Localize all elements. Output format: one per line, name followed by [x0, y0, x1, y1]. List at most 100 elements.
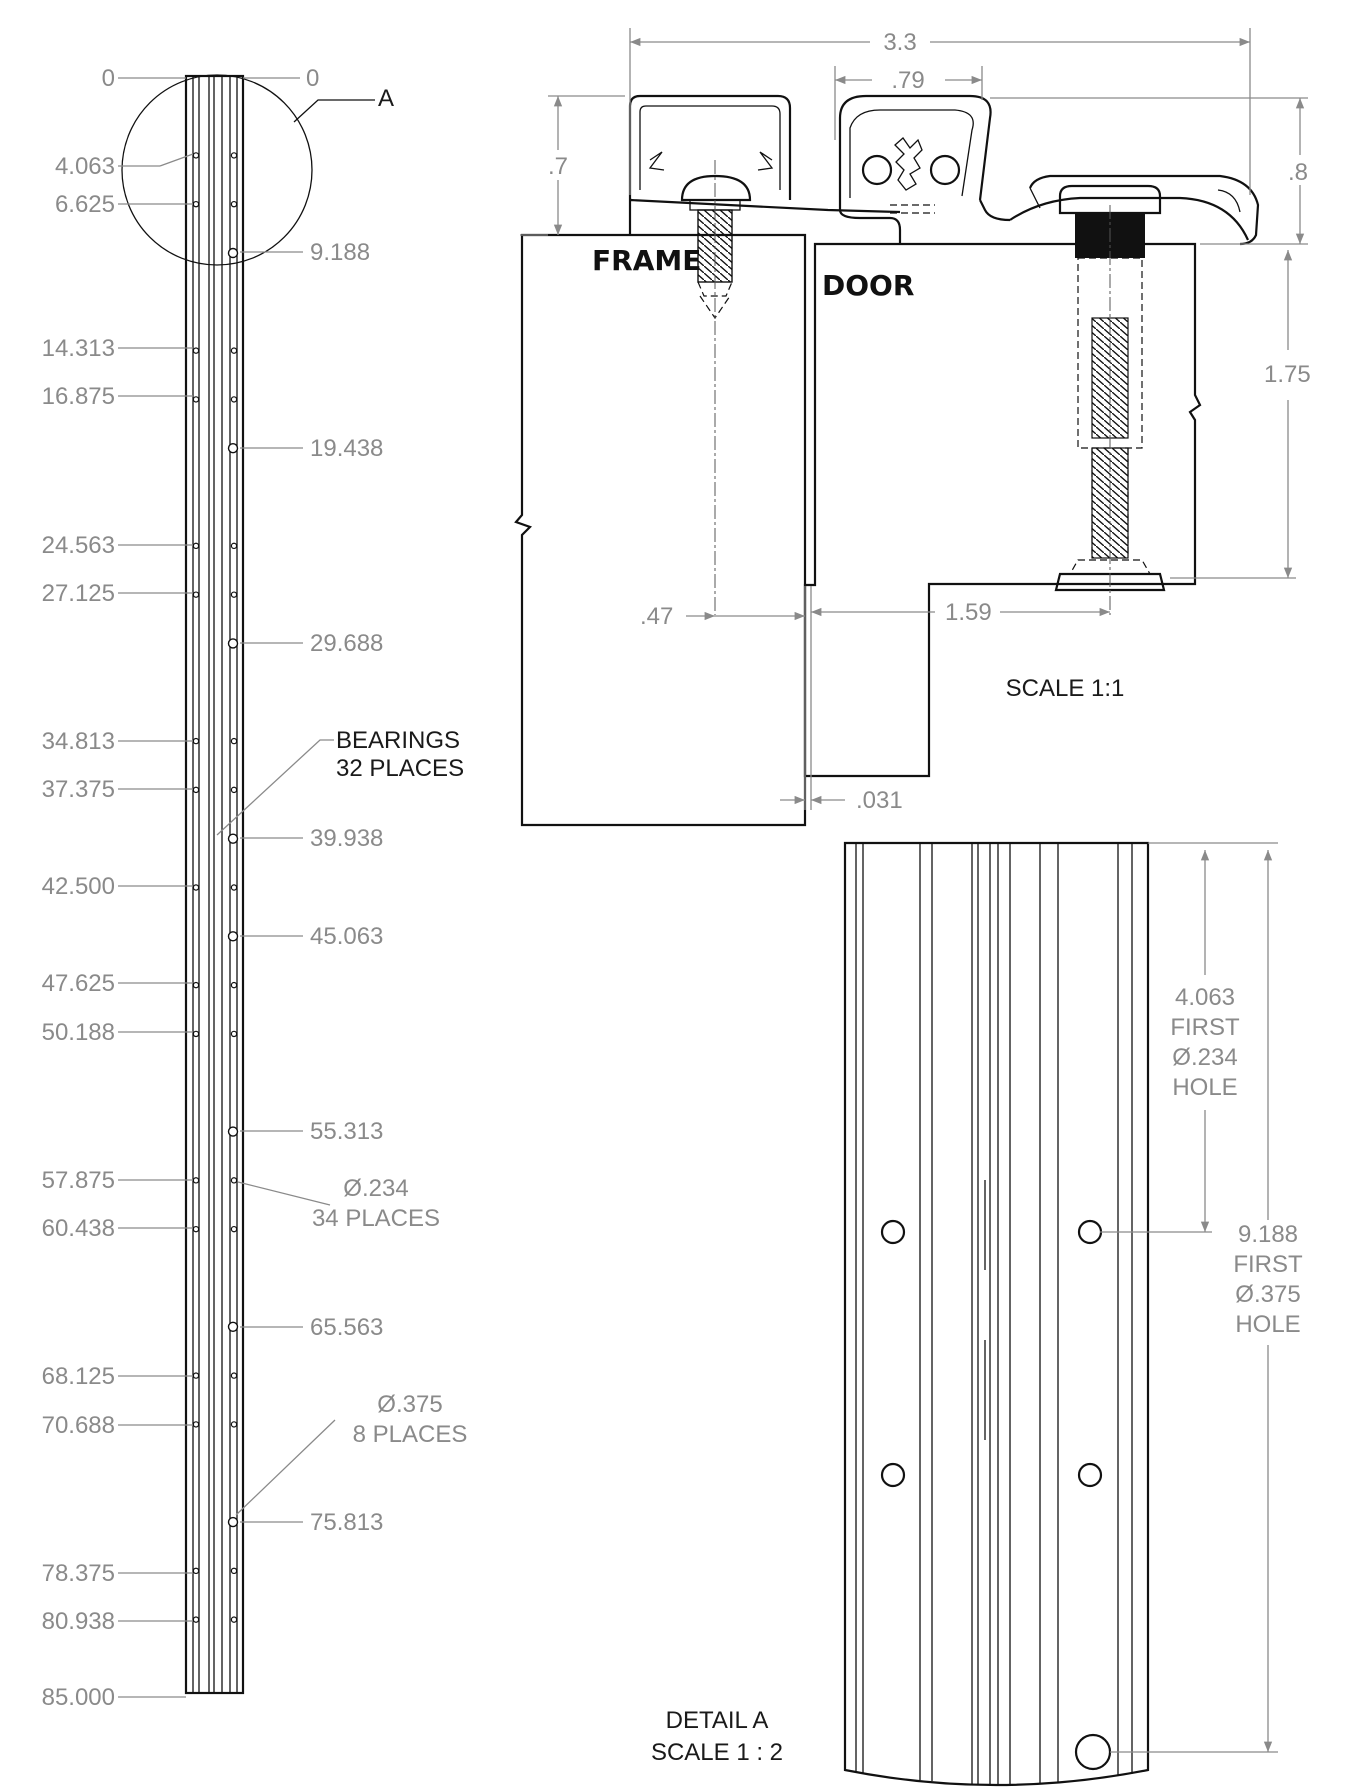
detail-scale: SCALE 1 : 2	[651, 1739, 783, 1766]
section-dims: 3.3 .79 .7 .8 1.75 .47 1.	[520, 28, 1311, 814]
strip-small-hole	[230, 1372, 238, 1379]
large-hole-note: Ø.375	[377, 1391, 442, 1418]
strip-small-hole	[230, 737, 238, 745]
strip-small-hole	[230, 1177, 238, 1184]
dim-first-large-hole: 9.188	[1238, 1221, 1298, 1248]
strip-small-hole	[230, 591, 238, 598]
detail-a-view: 4.063 FIRST Ø.234 HOLE 9.188 FIRST Ø.375…	[651, 841, 1303, 1787]
frame-screw	[680, 160, 752, 615]
strip-small-hole	[230, 152, 238, 159]
right-dim: 29.688	[310, 630, 383, 657]
left-dim: 60.438	[42, 1215, 115, 1242]
strip-small-hole	[192, 884, 200, 891]
bearings-note: 32 PLACES	[336, 755, 464, 782]
left-dim: 70.688	[42, 1412, 115, 1439]
detail-small-hole	[1077, 1462, 1103, 1488]
hinge-knuckle	[838, 94, 1011, 244]
strip-large-hole	[227, 833, 239, 844]
left-dim: 57.875	[42, 1167, 115, 1194]
left-dim: 80.938	[42, 1608, 115, 1635]
strip-large-hole	[227, 931, 239, 942]
left-dim: 14.313	[42, 335, 115, 362]
right-dim: 75.813	[310, 1509, 383, 1536]
left-dim: 68.125	[42, 1363, 115, 1390]
strip-small-hole	[230, 981, 238, 989]
door-leaf	[1009, 174, 1260, 246]
strip-holes	[192, 152, 239, 1623]
dim-first-large-hole: HOLE	[1235, 1311, 1300, 1338]
strip-large-hole	[227, 1516, 239, 1528]
strip-small-hole	[192, 396, 200, 403]
dim-knuckle-width: .79	[891, 67, 924, 94]
strip-small-hole	[230, 396, 238, 403]
detail-small-hole	[1077, 1219, 1103, 1245]
knuckle-pin-left	[861, 154, 893, 186]
dim-first-small-hole: HOLE	[1172, 1074, 1237, 1101]
knuckle-pin-right	[929, 154, 961, 186]
dim-gap: .031	[856, 787, 903, 814]
left-dim: 42.500	[42, 873, 115, 900]
frame-block	[514, 233, 807, 827]
strip-large-hole	[227, 443, 239, 454]
left-dim: 50.188	[42, 1019, 115, 1046]
strip-small-hole	[192, 737, 200, 745]
strip-small-hole	[230, 1616, 238, 1623]
strip-small-hole	[230, 200, 238, 208]
door-block	[803, 242, 1202, 778]
strip-small-hole	[230, 1567, 238, 1575]
dim-first-small-hole: 4.063	[1175, 984, 1235, 1011]
strip-small-hole	[192, 1030, 200, 1038]
right-dim: 0	[306, 65, 319, 92]
strip-small-hole	[192, 1421, 200, 1428]
right-dim: 55.313	[310, 1118, 383, 1145]
detail-title: DETAIL A	[666, 1707, 769, 1734]
strip-small-hole	[230, 786, 238, 794]
detail-small-hole	[880, 1462, 906, 1488]
strip-small-hole	[230, 1225, 238, 1233]
small-hole-note: 34 PLACES	[312, 1205, 440, 1232]
strip-small-hole	[192, 200, 200, 208]
large-hole-note: 8 PLACES	[353, 1421, 468, 1448]
strip-small-hole	[230, 884, 238, 891]
right-dim: 9.188	[310, 239, 370, 266]
strip-small-hole	[192, 1567, 200, 1575]
strip-small-hole	[230, 1030, 238, 1038]
cross-section-view: FRAME DOOR	[514, 28, 1311, 827]
door-screw	[1054, 184, 1166, 615]
dim-frame-offset: .47	[640, 603, 673, 630]
door-label: DOOR	[822, 269, 914, 302]
left-dim: 37.375	[42, 776, 115, 803]
left-dim: 78.375	[42, 1560, 115, 1587]
strip-small-hole	[192, 1616, 200, 1623]
left-dim: 47.625	[42, 970, 115, 997]
strip-small-hole	[192, 347, 200, 354]
strip-small-hole	[192, 591, 200, 598]
dim-first-large-hole: Ø.375	[1235, 1281, 1300, 1308]
dim-first-small-hole: Ø.234	[1172, 1044, 1237, 1071]
left-dim: 27.125	[42, 580, 115, 607]
strip-large-hole	[227, 1321, 239, 1332]
left-dim: 34.813	[42, 728, 115, 755]
strip-small-hole	[230, 542, 238, 550]
dim-screw-offset: 1.59	[945, 599, 992, 626]
strip-small-hole	[192, 981, 200, 989]
right-dim: 65.563	[310, 1314, 383, 1341]
right-dim: 19.438	[310, 435, 383, 462]
small-hole-note: Ø.234	[343, 1175, 408, 1202]
left-station-dims: 0 4.063 6.625 14.313 16.875 24.563 27.12…	[42, 65, 115, 1711]
strip-large-hole	[227, 638, 239, 649]
left-dim: 6.625	[55, 191, 115, 218]
strip-small-hole	[230, 1421, 238, 1428]
dim-right-height: .8	[1288, 159, 1308, 186]
section-scale: SCALE 1:1	[1006, 675, 1125, 702]
hinge-strip-view: A 0 4.063 6.625 14.313 16.875 24.563 27.…	[42, 65, 468, 1711]
right-dim: 45.063	[310, 923, 383, 950]
strip-large-hole	[227, 247, 239, 259]
dim-first-small-hole: FIRST	[1170, 1014, 1240, 1041]
detail-small-hole	[880, 1219, 906, 1245]
detail-callout-label: A	[378, 85, 394, 112]
left-dim: 4.063	[55, 153, 115, 180]
strip-small-hole	[192, 1372, 200, 1379]
dim-overall-width: 3.3	[883, 29, 916, 56]
